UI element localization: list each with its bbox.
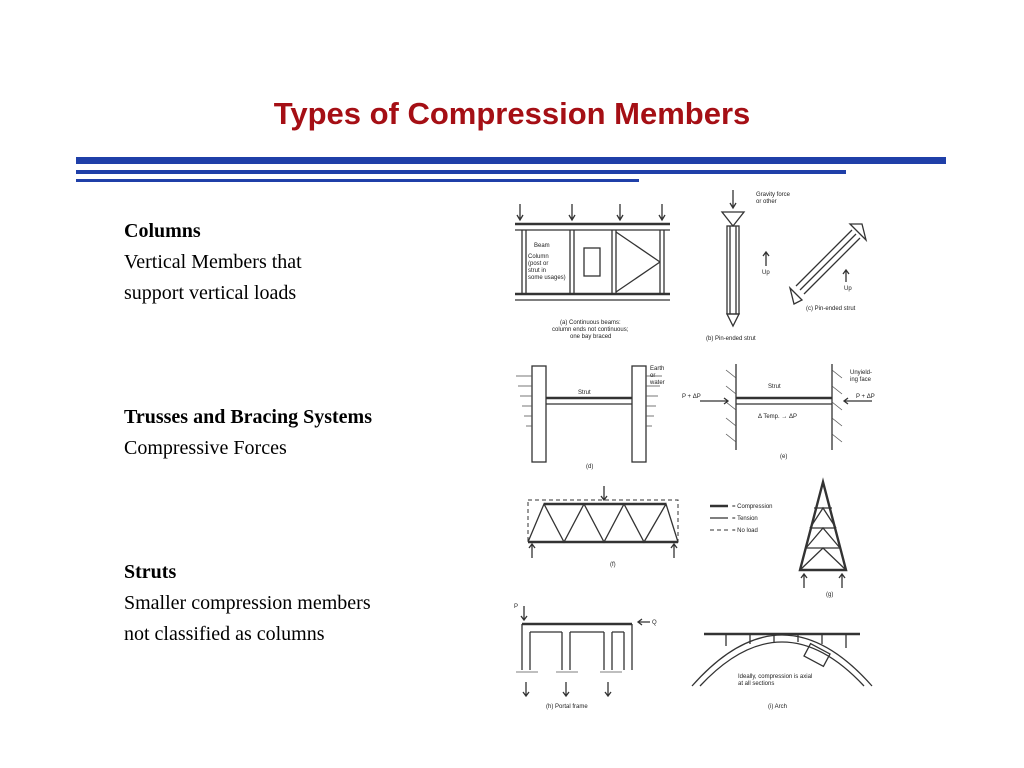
- fig-legend: = Tension: [732, 516, 758, 522]
- panel-b-pin-ended-strut: Gravity force or other Up (b) Pin-ended …: [706, 190, 791, 342]
- panel-h-portal-frame: P Q (h) Portal frame: [514, 604, 657, 710]
- fig-label: Up: [762, 270, 770, 276]
- fig-label: Δ Temp. → ΔP: [758, 414, 797, 420]
- section-heading: Struts: [124, 561, 177, 583]
- compression-members-diagram: Beam Column (post or strut in some usage…: [514, 190, 875, 710]
- panel-g-tower-truss: (g): [798, 477, 848, 598]
- slide-title: Types of Compression Members: [273, 96, 751, 131]
- fig-label: water: [649, 380, 665, 386]
- panel-f-truss: = Compression = Tension = No load (f): [527, 486, 773, 568]
- section-columns: Columns Vertical Members that support ve…: [124, 216, 464, 309]
- fig-label: Strut: [578, 390, 591, 396]
- fig-caption: (h) Portal frame: [546, 704, 588, 710]
- panel-e-strut-unyielding: Unyield- ing face Strut P + ΔP P + ΔP Δ …: [682, 364, 875, 460]
- fig-caption: (c) Pin-ended strut: [806, 306, 856, 312]
- compression-members-figure: Beam Column (post or strut in some usage…: [500, 186, 905, 716]
- fig-label: Up: [844, 286, 852, 292]
- section-line: Compressive Forces: [124, 437, 287, 459]
- fig-label: ing face: [850, 377, 872, 383]
- section-line: not classified as columns: [124, 623, 325, 645]
- title-rule-thin: [76, 179, 639, 182]
- panel-i-arch: Ideally, compression is axial at all sec…: [691, 632, 873, 710]
- fig-label: P + ΔP: [856, 394, 875, 400]
- panel-c-pin-ended-strut: Up (c) Pin-ended strut: [788, 223, 868, 312]
- fig-label: some usages): [528, 275, 566, 281]
- title-rule-thick: [76, 157, 946, 164]
- section-struts: Struts Smaller compression members not c…: [124, 557, 464, 650]
- fig-label: P + ΔP: [682, 394, 701, 400]
- fig-label: or: [650, 373, 655, 379]
- panel-a-continuous-beams: Beam Column (post or strut in some usage…: [515, 204, 670, 340]
- fig-label: Q: [652, 620, 657, 626]
- fig-caption: column ends not continuous;: [552, 327, 629, 333]
- fig-label: Gravity force: [756, 192, 791, 198]
- fig-label: Unyield-: [850, 370, 872, 376]
- fig-label: (post or: [528, 261, 548, 267]
- section-heading: Trusses and Bracing Systems: [124, 406, 372, 428]
- fig-label: Column: [528, 254, 549, 260]
- fig-label: Earth: [650, 366, 664, 372]
- section-line: support vertical loads: [124, 282, 297, 304]
- panel-d-strut-walls: Earth or water Strut (d): [516, 365, 665, 470]
- fig-label: strut in: [528, 268, 546, 274]
- fig-label: Ideally, compression is axial: [738, 674, 812, 680]
- fig-caption: (b) Pin-ended strut: [706, 336, 756, 342]
- fig-label: Strut: [768, 384, 781, 390]
- section-line: Smaller compression members: [124, 592, 371, 614]
- fig-label: or other: [756, 199, 777, 205]
- fig-caption: (f): [610, 562, 616, 568]
- fig-legend: = Compression: [732, 504, 773, 510]
- fig-caption: (g): [826, 592, 833, 598]
- fig-label: P: [514, 604, 518, 610]
- fig-caption: one bay braced: [570, 334, 611, 340]
- fig-label: Beam: [534, 243, 550, 249]
- fig-legend: = No load: [732, 528, 758, 534]
- section-heading: Columns: [124, 220, 201, 242]
- section-line: Vertical Members that: [124, 251, 302, 273]
- fig-caption: (i) Arch: [768, 704, 787, 710]
- fig-caption: (d): [586, 464, 593, 470]
- fig-caption: (e): [780, 454, 787, 460]
- fig-label: at all sections: [738, 681, 774, 687]
- section-trusses: Trusses and Bracing Systems Compressive …: [124, 402, 464, 464]
- fig-caption: (a) Continuous beams:: [560, 320, 621, 326]
- title-rule-medium: [76, 170, 846, 174]
